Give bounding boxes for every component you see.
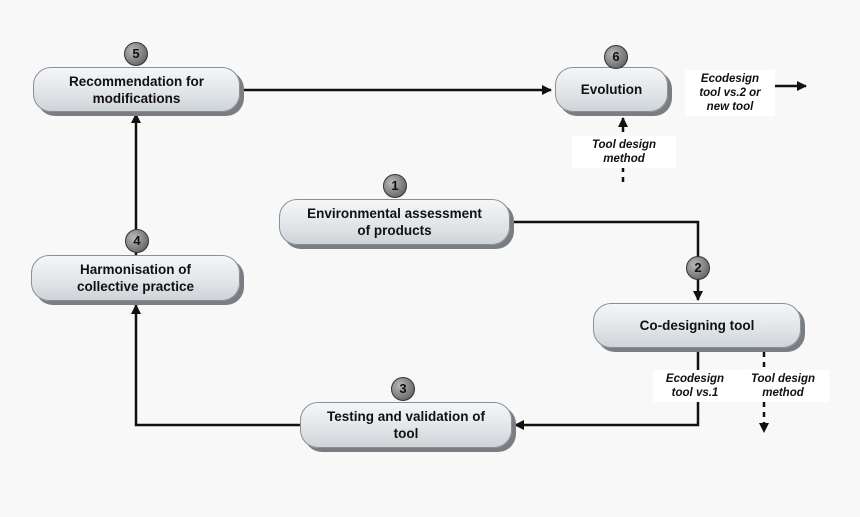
node-testing: Testing and validation of tool [300,402,512,448]
note-ecodesign-v1-text: Ecodesign tool vs.1 [665,373,725,399]
step-badge-3: 3 [391,377,415,401]
step-badge-1: 1 [383,174,407,198]
node-evolution: Evolution [555,67,668,112]
node-environmental-label: Environmental assessment of products [307,206,482,238]
node-recommendation-label: Recommendation for modifications [68,73,204,106]
step-badge-5: 5 [124,42,148,66]
arrow-environmental-to-codesigning [510,220,703,301]
note-tool-design-method-bottom: Tool design method [736,370,830,402]
node-codesigning: Co-designing tool [593,303,801,348]
node-codesigning-label: Co-designing tool [639,318,755,333]
node-evolution-label: Evolution [580,82,643,97]
step-badge-4: 4 [125,229,149,253]
arrow-testing-to-harmonisation [131,304,300,427]
note-ecodesign-v1: Ecodesign tool vs.1 [653,370,737,402]
node-harmonisation-label: Harmonisation of collective practice [76,262,195,294]
node-testing-label: Testing and validation of tool [326,409,485,441]
node-environmental: Environmental assessment of products [279,199,510,245]
step-badge-2: 2 [686,256,710,280]
note-tool-design-method-bottom-text: Tool design method [750,373,816,399]
note-ecodesign-v2: Ecodesign tool vs.2 or new tool [685,70,775,116]
note-tool-design-method-top: Tool design method [572,136,676,168]
note-tool-design-method-top-text: Tool design method [591,139,657,165]
node-harmonisation: Harmonisation of collective practice [31,255,240,301]
node-recommendation: Recommendation for modifications [33,67,240,112]
note-ecodesign-v2-text: Ecodesign tool vs.2 or new tool [699,73,761,113]
step-badge-6: 6 [604,45,628,69]
